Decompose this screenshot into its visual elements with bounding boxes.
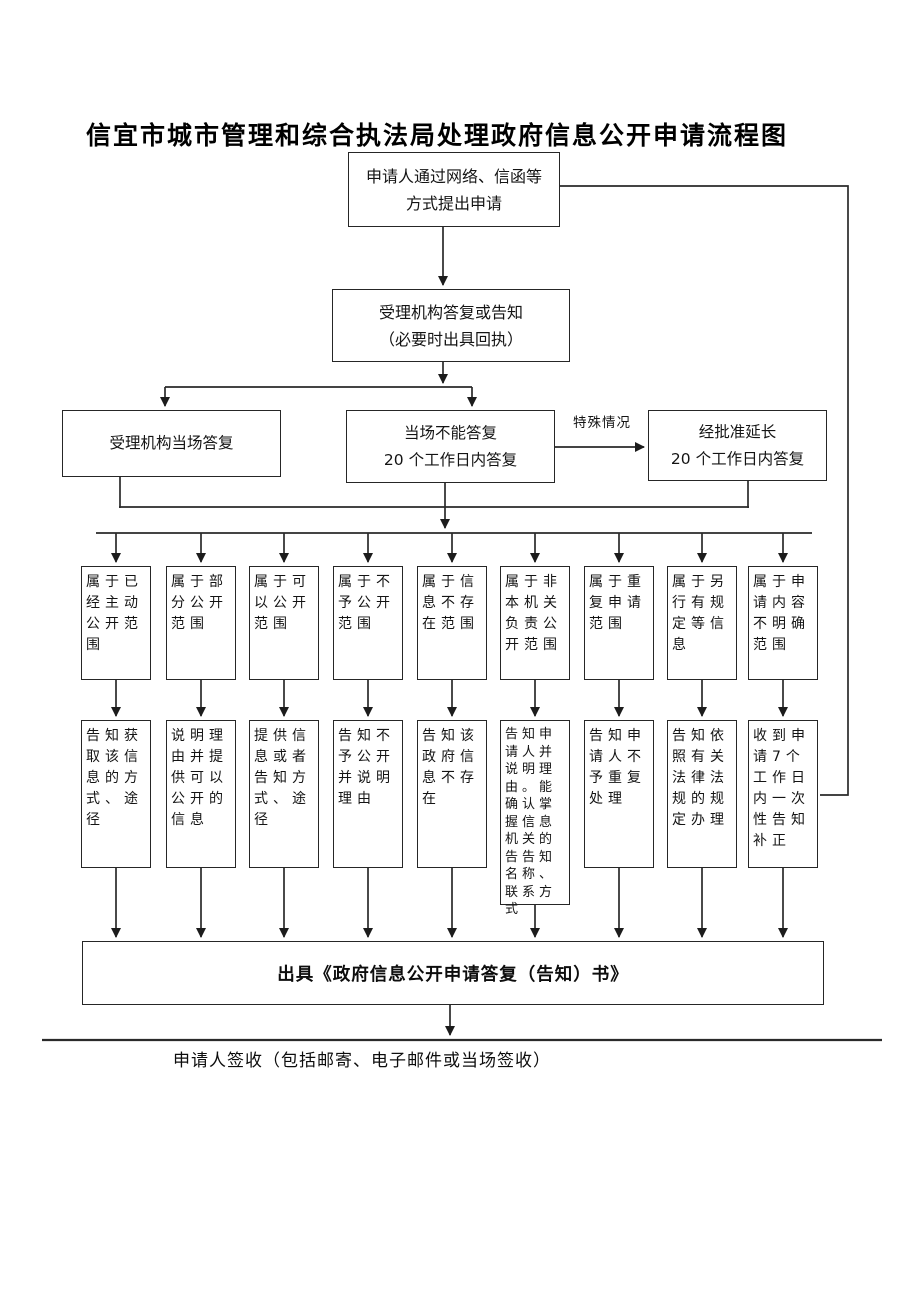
node-not-onsite-line2: 20 个工作日内答复 <box>383 450 518 469</box>
node-start-line2: 方式提出申请 <box>405 193 502 213</box>
node-issue-document-label: 出具《政府信息公开申请答复（告知）书》 <box>277 964 629 985</box>
category-box-7: 属于重复申请范围 <box>584 566 654 680</box>
node-extended-line1: 经批准延长 <box>698 422 777 441</box>
node-extended: 经批准延长 20 个工作日内答复 <box>648 410 827 481</box>
action-box-9: 收到申请7个工作日内一次性告知补正 <box>748 720 818 868</box>
special-case-label: 特殊情况 <box>573 415 631 431</box>
action-box-4: 告知不予公开并说明理由 <box>333 720 403 868</box>
category-box-6: 属于非本机关负责公开范围 <box>500 566 570 680</box>
category-box-4: 属于不予公开范围 <box>333 566 403 680</box>
node-onsite-reply: 受理机构当场答复 <box>62 410 281 477</box>
sign-receipt-text: 申请人签收（包括邮寄、电子邮件或当场签收） <box>173 1051 551 1071</box>
node-start: 申请人通过网络、信函等 方式提出申请 <box>348 152 560 227</box>
category-box-3: 属于可以公开范围 <box>249 566 319 680</box>
node-not-onsite-line1: 当场不能答复 <box>403 423 497 442</box>
node-extended-line2: 20 个工作日内答复 <box>670 449 805 468</box>
node-issue-document: 出具《政府信息公开申请答复（告知）书》 <box>82 941 824 1005</box>
action-box-3: 提供信息或者告知方式、途径 <box>249 720 319 868</box>
page-title: 信宜市城市管理和综合执法局处理政府信息公开申请流程图 <box>86 121 789 150</box>
action-box-5: 告知该政府信息不存在 <box>417 720 487 868</box>
action-box-1: 告知获取该信息的方式、途径 <box>81 720 151 868</box>
node-not-onsite: 当场不能答复 20 个工作日内答复 <box>346 410 555 483</box>
node-start-line1: 申请人通过网络、信函等 <box>365 166 542 186</box>
category-box-2: 属于部分公开范围 <box>166 566 236 680</box>
action-box-2: 说明理由并提供可以公开的信息 <box>166 720 236 868</box>
category-box-8: 属于另行有规定等信息 <box>667 566 737 680</box>
category-box-5: 属于信息不存在范围 <box>417 566 487 680</box>
node-reply: 受理机构答复或告知 （必要时出具回执） <box>332 289 570 362</box>
connector-start-to-correction <box>560 185 849 796</box>
node-reply-line1: 受理机构答复或告知 <box>378 302 523 322</box>
action-box-6: 告知申请人并说明理由。能确认掌握信息机关的告告知名称、联系方式 <box>500 720 570 917</box>
action-box-8: 告知依照有关法律法规的规定办理 <box>667 720 737 868</box>
action-box-7: 告知申请人不予重复处理 <box>584 720 654 868</box>
node-onsite-reply-label: 受理机构当场答复 <box>109 434 234 452</box>
category-box-1: 属于已经主动公开范围 <box>81 566 151 680</box>
category-box-9: 属于申请内容不明确范围 <box>748 566 818 680</box>
node-reply-line2: （必要时出具回执） <box>378 329 523 349</box>
